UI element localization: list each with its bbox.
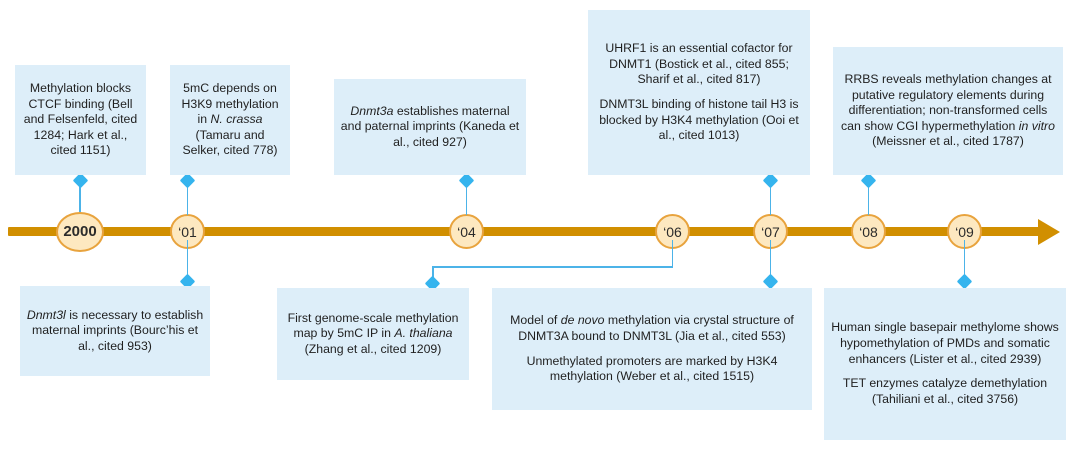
connector-line-thaliana-drop (432, 266, 434, 284)
event-run: (Zhang et al., cited 1209) (304, 341, 442, 356)
timeline-axis-line (8, 227, 1042, 236)
connector-line-dnmt3l (186, 240, 189, 282)
year-marker-label: ‘09 (955, 223, 974, 240)
event-box-methylome[interactable]: Human single basepair methylome shows hy… (824, 288, 1066, 440)
event-paragraph: Unmethylated promoters are marked by H3K… (498, 354, 806, 385)
connector-diamond-ctcf (72, 172, 88, 189)
year-marker-label: ‘07 (761, 223, 780, 240)
event-box-thaliana[interactable]: First genome-scale methylation map by 5m… (277, 288, 469, 380)
event-paragraph: Human single basepair methylome shows hy… (830, 320, 1060, 367)
connector-diamond-denovo (762, 273, 779, 290)
event-text: UHRF1 is an essential cofactor for DNMT1… (594, 41, 804, 144)
species-name: in vitro (1018, 118, 1055, 133)
connector-line-thaliana-elbow (432, 266, 673, 268)
event-box-ctcf[interactable]: Methylation blocks CTCF binding (Bell an… (15, 65, 146, 175)
species-name: N. crassa (210, 112, 263, 127)
connector-diamond-rrbs (860, 172, 877, 189)
connector-line-thaliana-stem (671, 240, 674, 267)
event-text: RRBS reveals methylation changes at puta… (839, 72, 1057, 150)
event-paragraph: Dnmt3l is necessary to establish materna… (26, 308, 204, 355)
event-run: establishes maternal and paternal imprin… (340, 103, 520, 149)
event-box-denovo[interactable]: Model of de novo methylation via crystal… (492, 288, 812, 410)
event-run: RRBS reveals methylation changes at puta… (841, 71, 1052, 133)
event-paragraph: Model of de novo methylation via crystal… (498, 313, 806, 344)
species-name: A. thaliana (394, 326, 453, 341)
year-marker-04[interactable]: ‘04 (449, 214, 484, 249)
event-text: Dnmt3l is necessary to establish materna… (26, 308, 204, 355)
connector-diamond-methylome (956, 273, 973, 290)
event-run: DNMT3L binding of histone tail H3 is blo… (599, 97, 799, 143)
year-marker-label: ‘01 (178, 223, 197, 240)
event-box-dnmt3a[interactable]: Dnmt3a establishes maternal and paternal… (334, 79, 526, 175)
connector-line-dnmt3a (465, 186, 468, 215)
event-text: Dnmt3a establishes maternal and paternal… (340, 104, 520, 151)
event-text: 5mC depends on H3K9 methylation in N. cr… (176, 81, 284, 159)
event-paragraph: TET enzymes catalyze demethylation (Tahi… (830, 376, 1060, 407)
event-run: UHRF1 is an essential cofactor for DNMT1… (605, 41, 793, 87)
connector-line-rrbs (867, 186, 870, 215)
event-run: methylation via crystal structure of DNM… (518, 313, 794, 343)
year-marker-label: ‘08 (859, 223, 878, 240)
event-run: TET enzymes catalyze demethylation (Tahi… (842, 376, 1048, 406)
event-text: Methylation blocks CTCF binding (Bell an… (21, 81, 140, 159)
event-run: (Tamaru and Selker, cited 778) (182, 127, 278, 158)
connector-line-h3k9 (186, 186, 189, 215)
connector-line-methylome (963, 240, 966, 282)
event-run: is necessary to establish maternal impri… (31, 307, 204, 353)
connector-line-ctcf (79, 186, 81, 212)
event-box-h3k9[interactable]: 5mC depends on H3K9 methylation in N. cr… (170, 65, 290, 175)
event-text: First genome-scale methylation map by 5m… (283, 311, 463, 358)
year-marker-label: ‘06 (663, 223, 682, 240)
event-run: Unmethylated promoters are marked by H3K… (526, 353, 778, 384)
event-box-dnmt3l[interactable]: Dnmt3l is necessary to establish materna… (20, 286, 210, 376)
event-box-uhrf1[interactable]: UHRF1 is an essential cofactor for DNMT1… (588, 10, 810, 175)
event-run: Methylation blocks CTCF binding (Bell an… (23, 80, 138, 158)
year-marker-2000[interactable]: 2000 (56, 211, 104, 252)
year-marker-08[interactable]: ‘08 (851, 214, 886, 249)
year-marker-label: ‘04 (457, 223, 476, 240)
event-text: Model of de novo methylation via crystal… (498, 313, 806, 384)
event-text: Human single basepair methylome shows hy… (830, 320, 1060, 407)
event-paragraph: Methylation blocks CTCF binding (Bell an… (21, 81, 140, 159)
species-name: de novo (560, 313, 605, 328)
event-paragraph: First genome-scale methylation map by 5m… (283, 311, 463, 358)
connector-diamond-h3k9 (179, 172, 196, 189)
event-run: 5mC depends on H3K9 methylation in (181, 80, 279, 127)
connector-line-uhrf1 (769, 186, 772, 215)
event-run: First genome-scale methylation map by 5m… (287, 310, 459, 341)
timeline-axis-arrowhead (1038, 218, 1060, 245)
connector-diamond-dnmt3a (458, 172, 475, 189)
event-paragraph: DNMT3L binding of histone tail H3 is blo… (594, 97, 804, 144)
event-paragraph: RRBS reveals methylation changes at puta… (839, 72, 1057, 150)
species-name: Dnmt3a (350, 103, 394, 118)
year-marker-label: 2000 (63, 223, 97, 240)
event-paragraph: 5mC depends on H3K9 methylation in N. cr… (176, 81, 284, 159)
event-paragraph: Dnmt3a establishes maternal and paternal… (340, 104, 520, 151)
event-run: (Meissner et al., cited 1787) (872, 134, 1024, 149)
event-paragraph: UHRF1 is an essential cofactor for DNMT1… (594, 41, 804, 88)
species-name: Dnmt3l (26, 307, 66, 322)
connector-line-denovo (769, 240, 772, 282)
event-box-rrbs[interactable]: RRBS reveals methylation changes at puta… (833, 47, 1063, 175)
connector-diamond-uhrf1 (762, 172, 779, 189)
event-run: Human single basepair methylome shows hy… (831, 320, 1059, 366)
event-run: Model of (510, 313, 561, 328)
